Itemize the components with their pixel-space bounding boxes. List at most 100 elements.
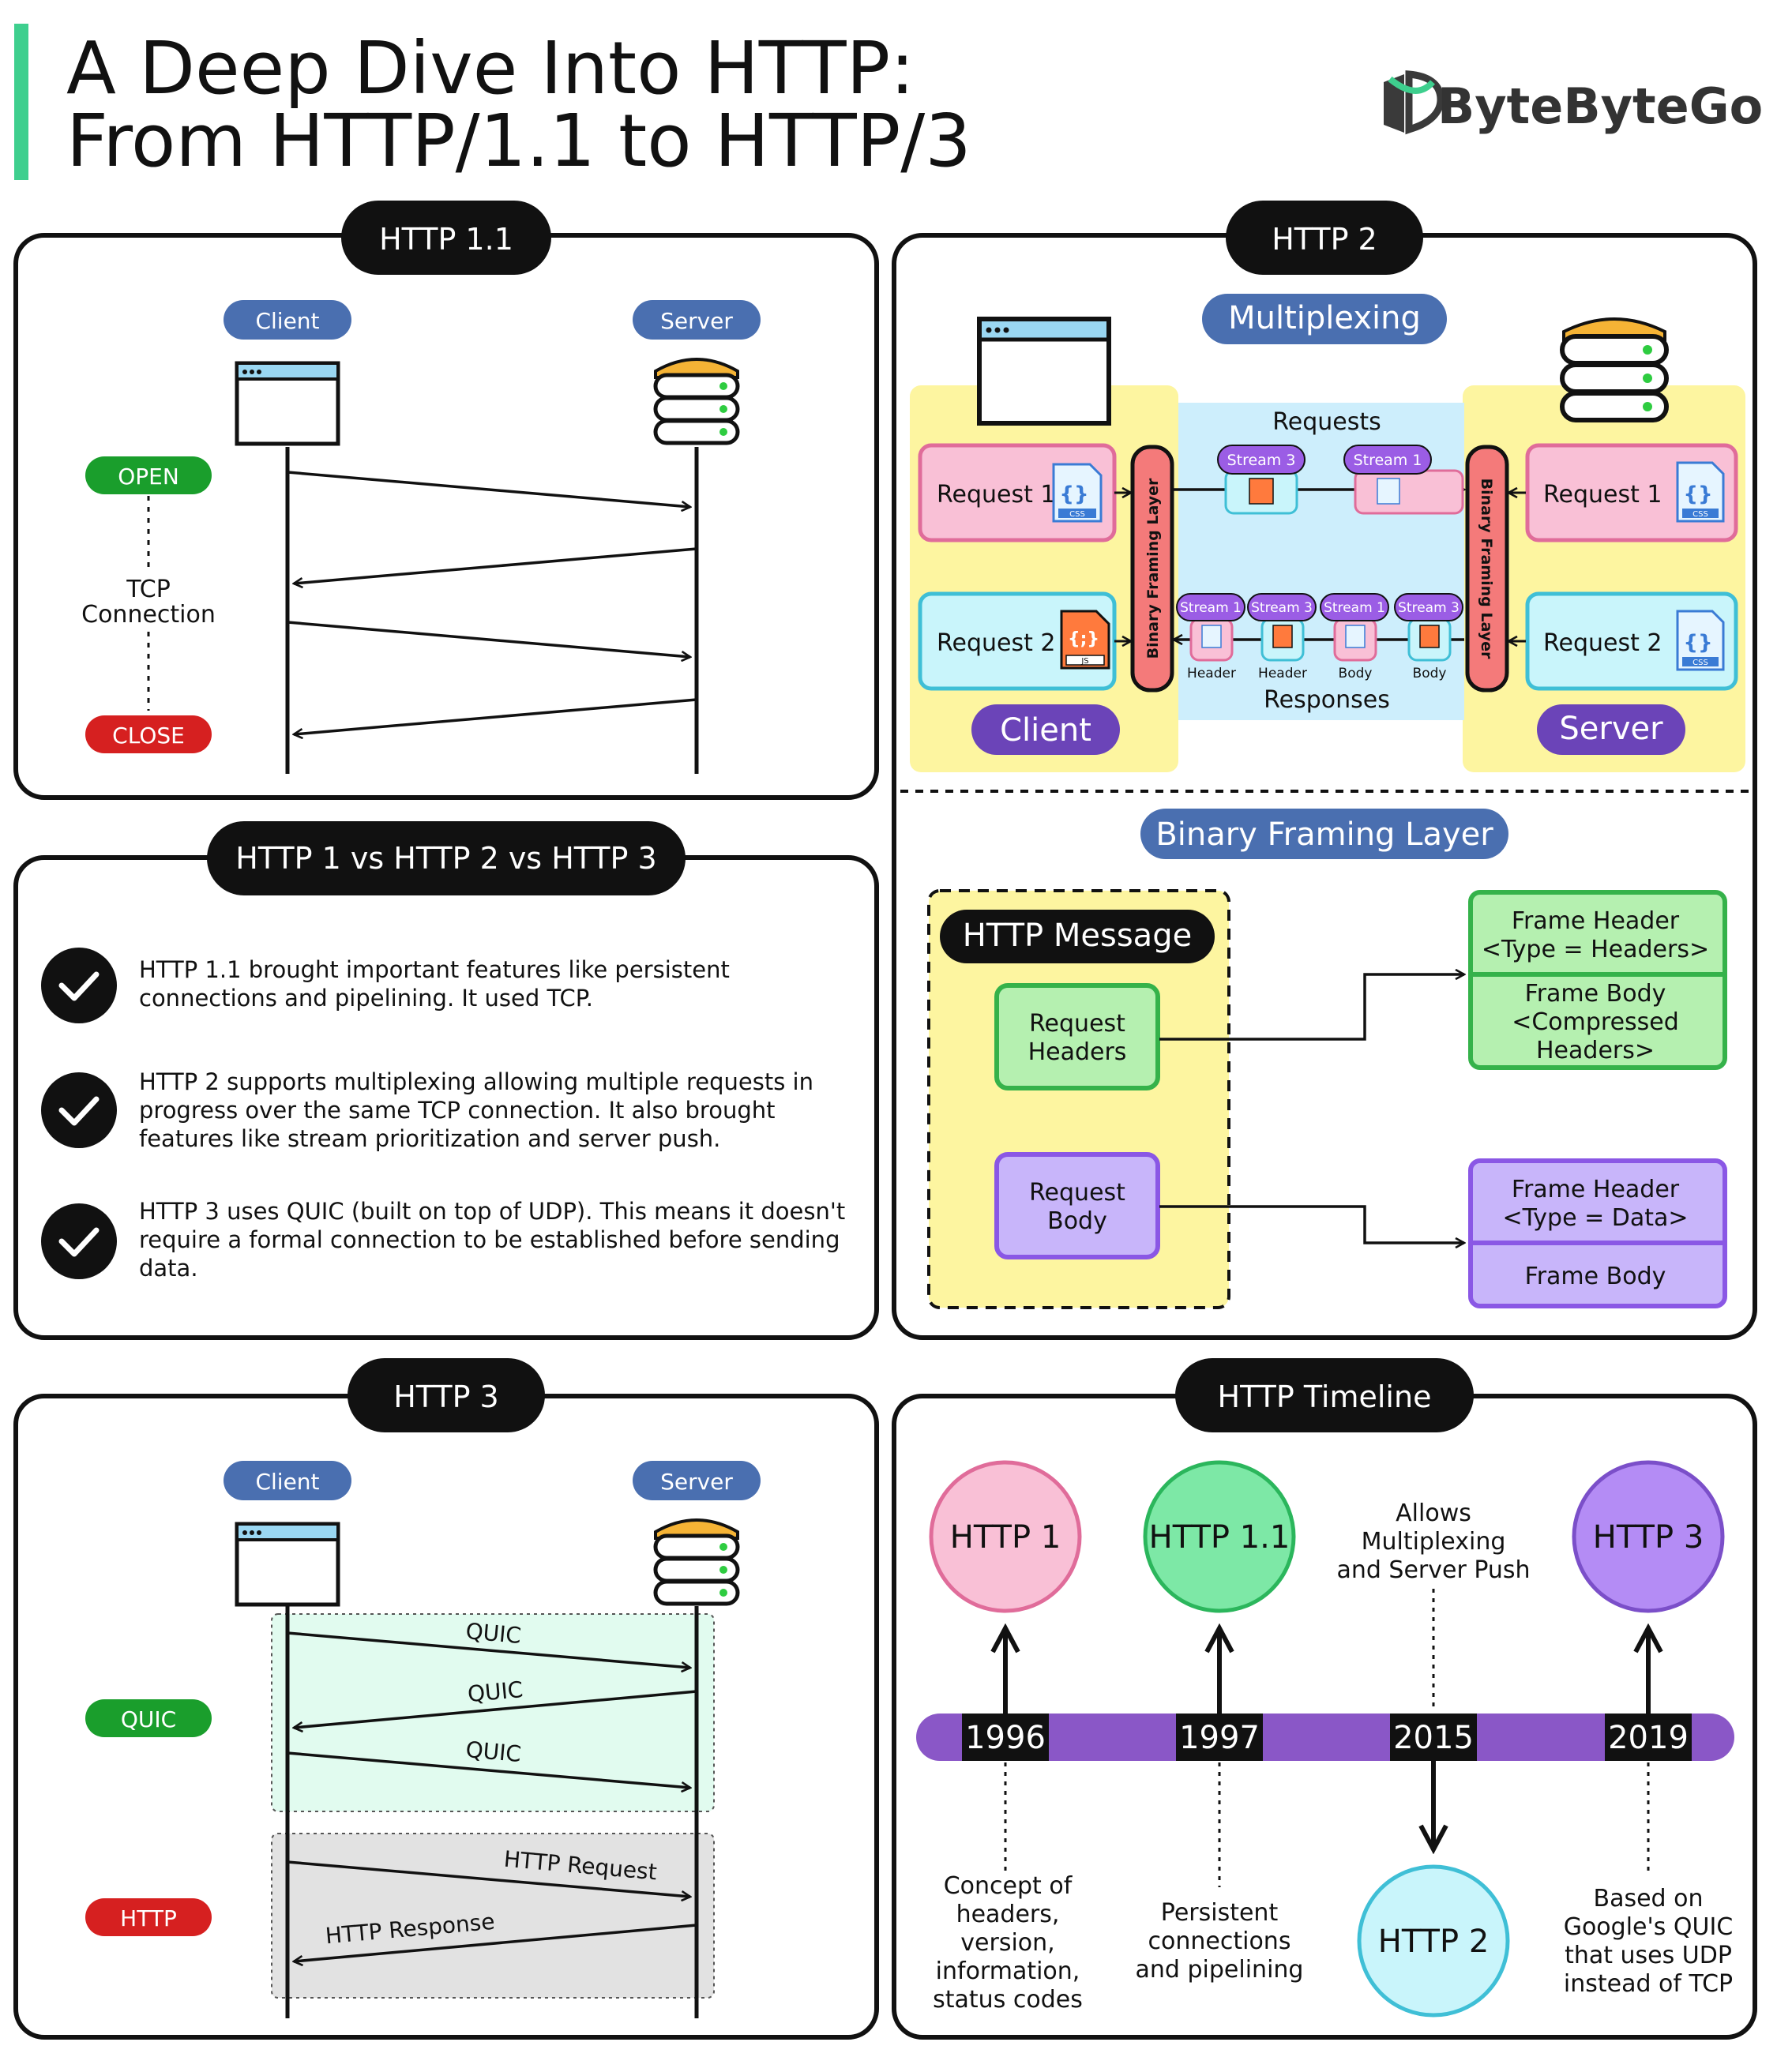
js-file-icon: {;} JS bbox=[1060, 610, 1110, 670]
version-bubble bbox=[1357, 1864, 1510, 2018]
close-badge bbox=[85, 715, 212, 753]
tcp-label-line1: TCP bbox=[126, 576, 171, 603]
message-arrow bbox=[294, 1924, 697, 1961]
frame-header-line2: <Type = Headers> bbox=[1482, 936, 1709, 963]
stream-label: Stream 3 bbox=[1227, 452, 1296, 469]
year-box bbox=[1176, 1714, 1263, 1761]
timeline-event-http2: Allows Multiplexing and Server Push 2015… bbox=[1336, 1500, 1531, 2018]
note-line: Google's QUIC bbox=[1564, 1913, 1734, 1941]
frame-part-label: Header bbox=[1258, 666, 1307, 681]
comparison-text-line: data. bbox=[139, 1255, 198, 1282]
open-badge bbox=[85, 456, 212, 494]
client-label: Client bbox=[255, 308, 319, 334]
request-label: Request 2 bbox=[1543, 629, 1662, 657]
client-badge bbox=[224, 1461, 351, 1500]
frame-header-line2: <Type = Data> bbox=[1502, 1204, 1688, 1232]
svg-text:{}: {} bbox=[1683, 631, 1712, 655]
body-connector bbox=[1159, 1205, 1464, 1243]
version-bubble bbox=[929, 1460, 1082, 1613]
server-request-1: Request 1 {} CSS bbox=[1525, 443, 1738, 542]
note-line: version, bbox=[960, 1929, 1054, 1957]
comparison-item: HTTP 3 uses QUIC (built on top of UDP). … bbox=[41, 1198, 845, 1282]
version-bubble bbox=[1572, 1460, 1725, 1613]
quic-arrow-label: QUIC bbox=[464, 1618, 522, 1649]
frame-body-label: Frame Body bbox=[1525, 1263, 1666, 1290]
request-headers-line2: Headers bbox=[1028, 1038, 1127, 1066]
message-arrow bbox=[287, 1860, 690, 1897]
request-label: Request 1 bbox=[1543, 481, 1662, 509]
file-type-label: JS bbox=[1080, 657, 1088, 666]
version-label: HTTP 2 bbox=[1378, 1924, 1490, 1960]
client-request-1: Request 1 {} CSS bbox=[918, 443, 1117, 542]
frame-body-line1: Frame Body bbox=[1525, 980, 1666, 1008]
year-box bbox=[1390, 1714, 1477, 1761]
frame-part-label: Body bbox=[1413, 666, 1447, 681]
quic-badge-label: QUIC bbox=[121, 1706, 176, 1732]
stream-label: Stream 1 bbox=[1354, 452, 1422, 469]
server-badge bbox=[633, 1461, 761, 1500]
browser-window-icon bbox=[235, 1522, 340, 1607]
version-label: HTTP 1.1 bbox=[1149, 1519, 1290, 1556]
data-frame-box bbox=[1468, 1158, 1727, 1308]
http-badge bbox=[85, 1898, 212, 1936]
client-badge bbox=[971, 704, 1120, 755]
requests-label: Requests bbox=[1272, 408, 1381, 436]
frame-part-label: Body bbox=[1339, 666, 1373, 681]
http-region bbox=[271, 1833, 715, 1999]
response-frame: Stream 3 Header bbox=[1247, 593, 1317, 681]
stream-label: Stream 3 bbox=[1398, 600, 1460, 616]
server-label: Server bbox=[660, 308, 733, 334]
comparison-title-pill bbox=[207, 821, 686, 895]
message-arrow bbox=[287, 1751, 690, 1788]
brand-logo: ByteByteGo bbox=[1384, 70, 1763, 135]
year-label: 2015 bbox=[1393, 1720, 1474, 1756]
http11-title-pill bbox=[341, 201, 551, 275]
http2-title-pill bbox=[1226, 201, 1423, 275]
quic-badge bbox=[85, 1699, 212, 1737]
year-label: 2019 bbox=[1608, 1720, 1689, 1756]
http11-title: HTTP 1.1 bbox=[379, 222, 513, 257]
css-file-icon: {} CSS bbox=[1676, 461, 1725, 523]
comparison-item: HTTP 2 supports multiplexing allowing mu… bbox=[41, 1068, 813, 1152]
framing-title-badge bbox=[1140, 809, 1508, 859]
timeline-bar bbox=[916, 1714, 1734, 1761]
note-line: Persistent bbox=[1161, 1899, 1279, 1927]
note-line: and Server Push bbox=[1336, 1556, 1530, 1584]
year-box bbox=[1605, 1714, 1692, 1761]
comparison-title: HTTP 1 vs HTTP 2 vs HTTP 3 bbox=[235, 841, 656, 876]
file-type-label: CSS bbox=[1069, 510, 1085, 519]
file-type-label: CSS bbox=[1692, 659, 1708, 667]
http11-panel: HTTP 1.1 Client Server OPEN TCP Connecti… bbox=[13, 201, 879, 800]
comparison-text-line: progress over the same TCP connection. I… bbox=[139, 1097, 776, 1124]
stream-label: Stream 3 bbox=[1251, 600, 1313, 616]
css-file-icon: {} CSS bbox=[1052, 463, 1103, 523]
frame-body-line2: <Compressed bbox=[1512, 1008, 1679, 1036]
message-arrow bbox=[294, 1690, 697, 1728]
svg-text:{}: {} bbox=[1683, 482, 1712, 506]
bfl-vertical-label: Binary Framing Layer bbox=[1144, 478, 1162, 659]
message-arrow bbox=[294, 547, 697, 584]
title-accent-bar bbox=[14, 24, 28, 180]
request-headers-line1: Request bbox=[1029, 1010, 1125, 1038]
request-body-line1: Request bbox=[1029, 1179, 1125, 1207]
open-label: OPEN bbox=[118, 464, 179, 490]
response-frame: Stream 1 Body bbox=[1320, 593, 1389, 681]
checkmark-icon bbox=[41, 948, 117, 1023]
bytebytego-logo-icon bbox=[1384, 70, 1445, 135]
note-line: information, bbox=[936, 1958, 1080, 1985]
comparison-item: HTTP 1.1 brought important features like… bbox=[41, 948, 730, 1023]
note-line: Allows bbox=[1396, 1500, 1471, 1527]
request-frame-stream3: Stream 3 bbox=[1217, 445, 1306, 515]
headers-connector bbox=[1159, 974, 1464, 1041]
note-line: Based on bbox=[1594, 1885, 1704, 1912]
browser-window-icon bbox=[235, 361, 340, 446]
note-line: Concept of bbox=[944, 1872, 1073, 1900]
multiplexing-badge bbox=[1202, 294, 1447, 344]
frame-part-label: Header bbox=[1187, 666, 1236, 681]
quic-arrow-label: QUIC bbox=[464, 1736, 522, 1767]
bfl-vertical-label: Binary Framing Layer bbox=[1478, 479, 1495, 659]
request-body-box bbox=[994, 1152, 1160, 1259]
frame-header-line1: Frame Header bbox=[1512, 1176, 1680, 1203]
year-label: 1996 bbox=[965, 1720, 1046, 1756]
server-binary-framing-layer: Binary Framing Layer bbox=[1465, 445, 1509, 693]
